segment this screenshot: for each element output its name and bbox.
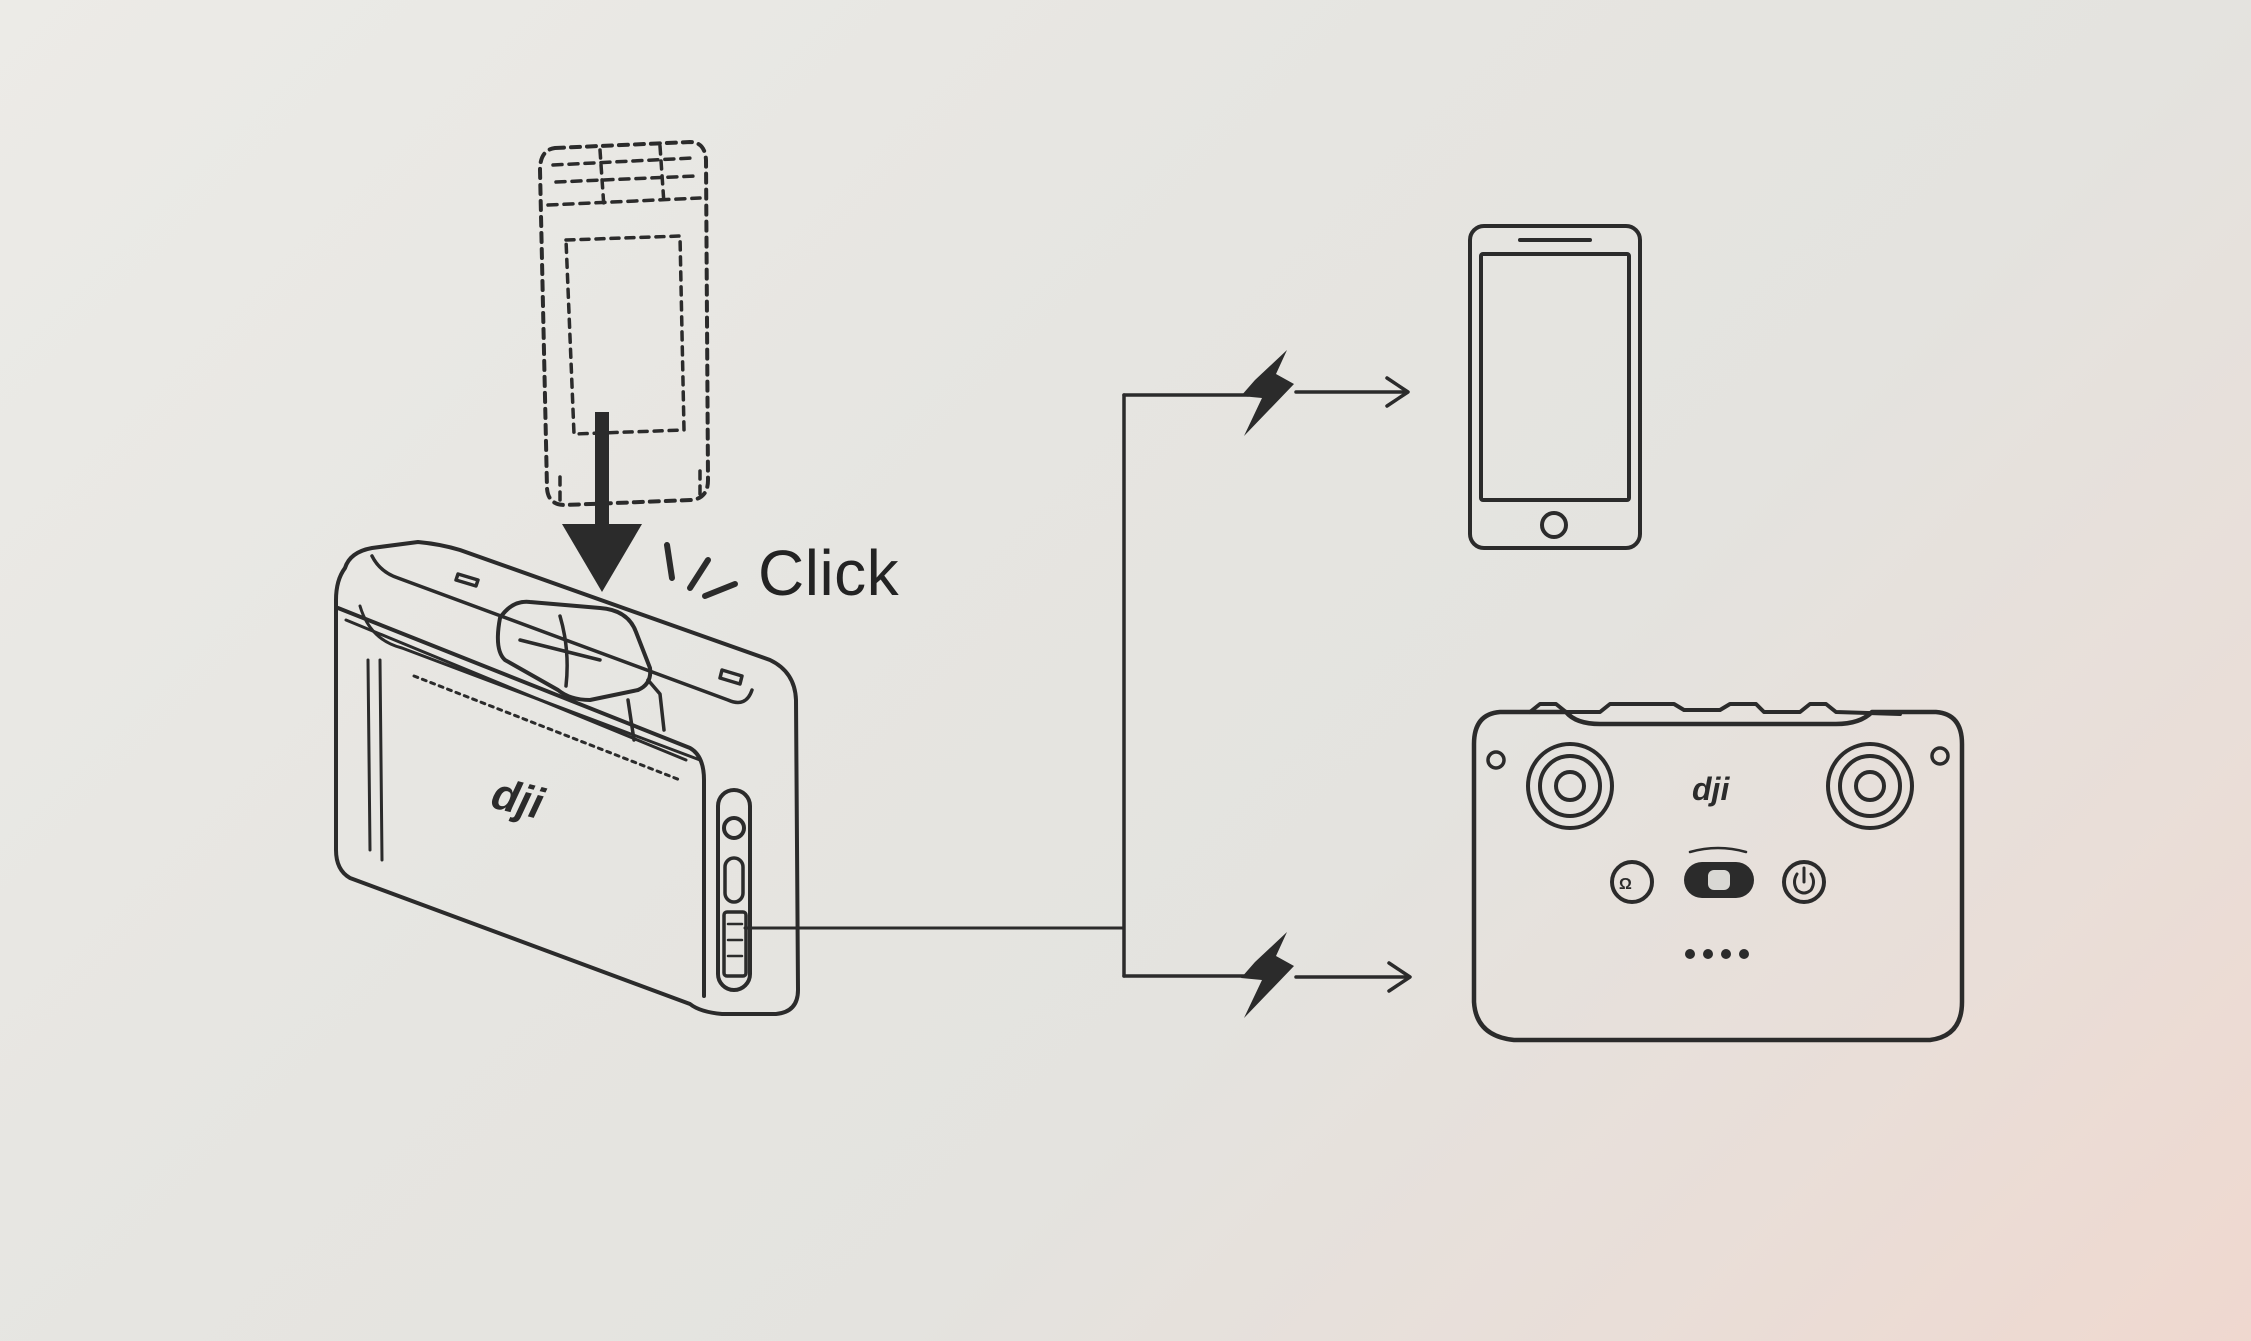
click-label: Click	[758, 537, 900, 609]
battery-icon	[538, 140, 710, 507]
click-sound-lines-icon	[664, 542, 738, 599]
usb-cable-line	[743, 393, 1250, 978]
lightning-bolt-icon	[1241, 350, 1410, 436]
smartphone-icon	[1468, 224, 1642, 550]
svg-text:Ω: Ω	[1619, 876, 1632, 893]
hub-brand-logo: dji	[487, 769, 549, 829]
down-arrow-icon	[562, 412, 642, 592]
charging-hub-icon: dji	[334, 540, 800, 1016]
remote-controller-icon: dji Ω	[1471, 702, 1965, 1043]
controller-brand-logo: dji	[1692, 771, 1730, 807]
lightning-bolt-icon	[1241, 932, 1412, 1018]
